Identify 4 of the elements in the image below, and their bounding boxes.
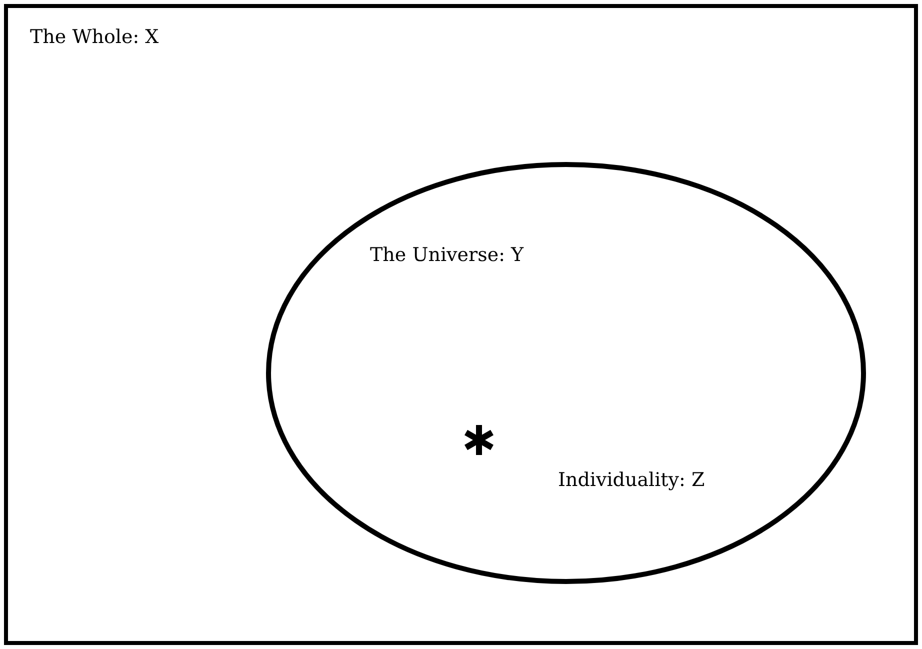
caption-text: Individuality: Z [558,469,705,491]
diagram-label: The Whole: X [30,26,159,48]
frame-box [4,4,918,645]
diagram-label: The Universe: Y [370,244,524,266]
